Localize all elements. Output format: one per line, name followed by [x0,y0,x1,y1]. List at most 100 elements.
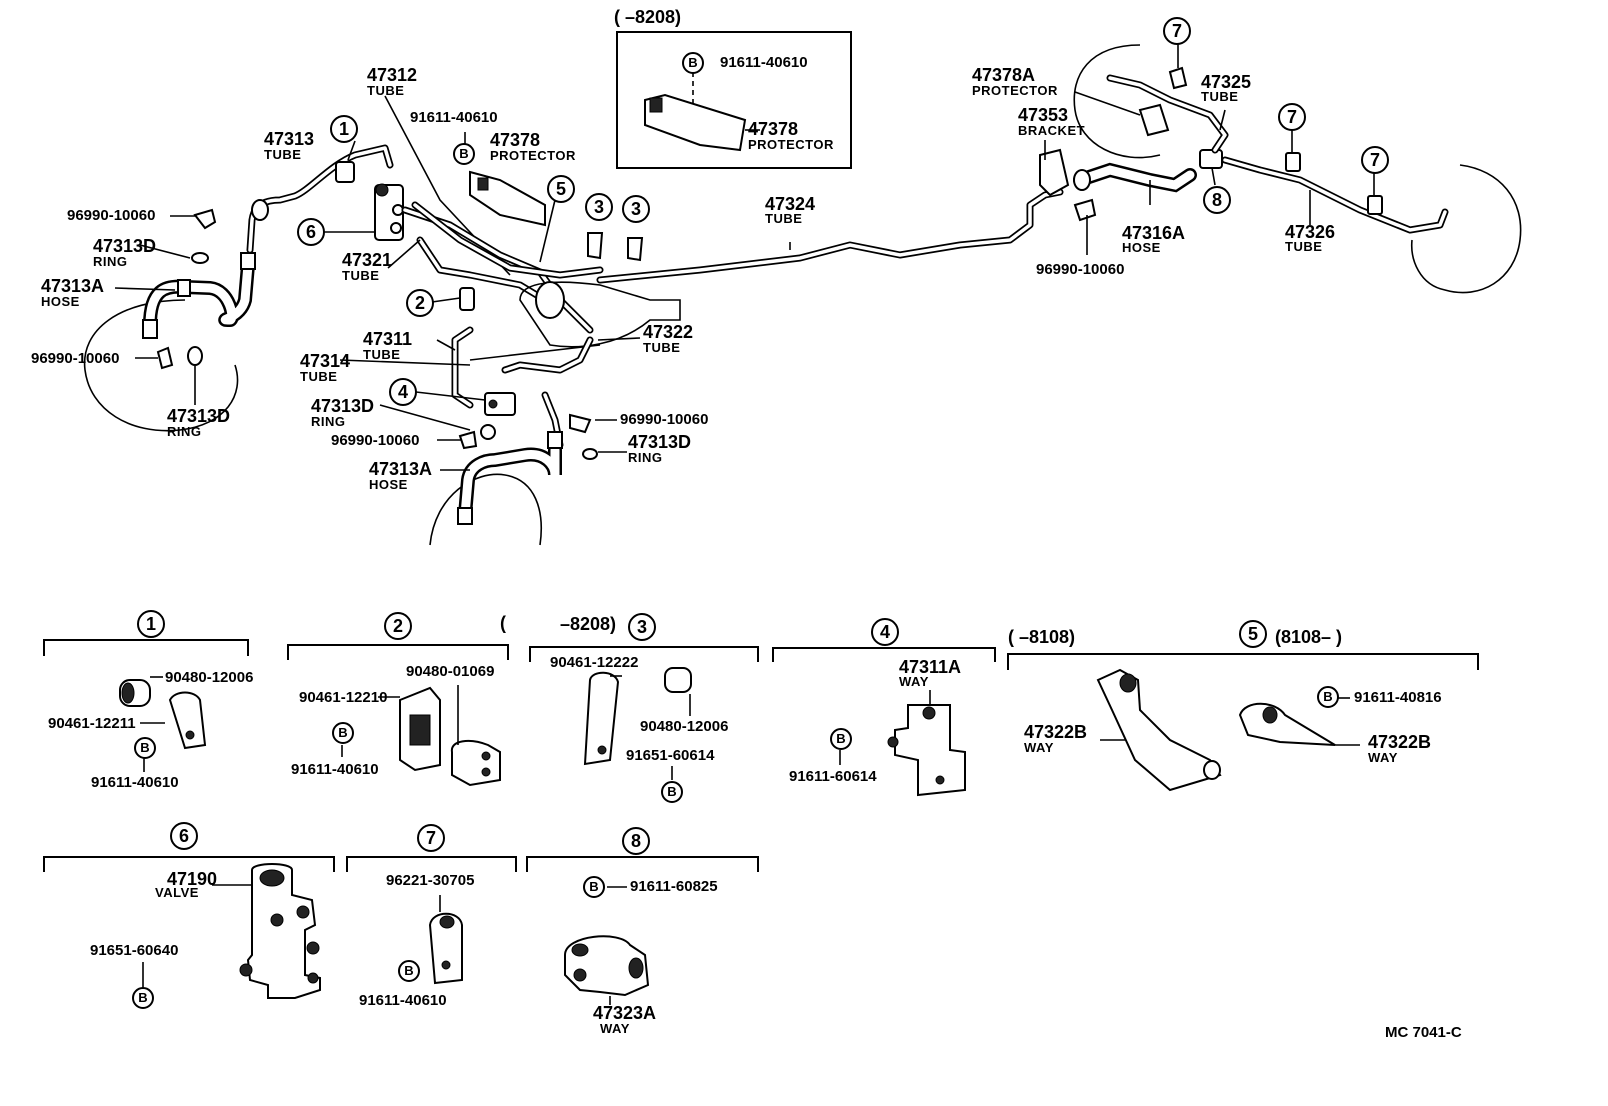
way-47322b-right [1238,702,1336,746]
callout-7: 7 [1278,103,1306,131]
bolt-b-icon: B [332,722,354,744]
part-number-47190: 47190 [167,869,218,889]
bolt-b-icon: B [398,960,420,982]
detail-group-3-range: –8208) [560,614,617,634]
part-number-96990-10060: 96990-10060 [1036,261,1125,278]
part-number-47314: 47314 [300,351,351,371]
master-cylinder-outline [519,281,681,348]
part-number-96990-10060: 96990-10060 [67,207,156,224]
part-desc-protector: PROTECTOR [490,148,576,163]
clamp-2-installed [459,287,475,311]
part-number-47322b: 47322B [1368,732,1432,752]
group-1-bracket [43,639,249,656]
part-number-47326: 47326 [1285,222,1336,242]
part-number-47313a: 47313A [41,276,105,296]
detail-group-2-number: 2 [384,612,412,640]
detail-group-2-paren: ( [500,613,506,633]
bolt-b-icon: B [682,52,704,74]
part-desc-ring: RING [628,450,663,465]
part-desc-tube: TUBE [264,147,302,162]
part-number-90461-12210: 90461-12210 [299,689,388,706]
part-desc-ring: RING [167,424,202,439]
clip-96990 [193,208,217,230]
part-number-91611-40610: 91611-40610 [410,109,498,126]
part-desc-bracket: BRACKET [1018,123,1086,138]
part-number-91611-60614: 91611-60614 [789,768,877,785]
part-desc-ring: RING [93,254,128,269]
callout-4: 4 [389,378,417,406]
bracket-47353 [1039,148,1070,197]
part-desc-way: WAY [1024,740,1054,755]
part-number-96990-10060: 96990-10060 [620,411,709,428]
clamp-3-installed [587,232,604,260]
valve-47190 [246,863,321,999]
part-desc-way: WAY [600,1021,630,1036]
part-number-47313d: 47313D [167,406,231,426]
callout-2: 2 [406,289,434,317]
part-number-96990-10060: 96990-10060 [31,350,120,367]
bolt-b-icon: B [583,876,605,898]
bolt-b-icon: B [830,728,852,750]
bolt-b-icon: B [1317,686,1339,708]
part-number-47313: 47313 [264,129,315,149]
grommet-90480-01069 [450,739,501,787]
part-desc-hose: HOSE [369,477,408,492]
clamp-96221-30705 [428,912,463,985]
part-desc-tube: TUBE [1285,239,1323,254]
detail-group-5-range-right: (8108– ) [1275,627,1343,647]
part-desc-tube: TUBE [1201,89,1239,104]
detail-group-4-number: 4 [871,618,899,646]
clamp-1-installed [335,161,355,183]
part-number-47311: 47311 [363,329,413,349]
group-5-bracket [1007,653,1479,670]
inset-date-range: ( –8208) [614,7,682,27]
detail-group-3-number: 3 [628,613,656,641]
part-desc-tube: TUBE [342,268,380,283]
right-rear-wheel-outline-b [1410,164,1522,294]
detail-group-8-number: 8 [622,827,650,855]
part-number-91611-40816: 91611-40816 [1354,689,1442,706]
part-number-91651-60614: 91651-60614 [626,747,715,764]
part-number-91651-60640: 91651-60640 [90,942,179,959]
part-desc-way: WAY [1368,750,1398,765]
grommet-90480-12006-g3 [664,667,692,693]
callout-1: 1 [330,115,358,143]
part-number-47313d: 47313D [93,236,157,256]
part-desc-protector: PROTECTOR [748,137,834,152]
callout-3: 3 [585,193,613,221]
part-desc-hose: HOSE [41,294,80,309]
catalog-code: MC 7041-C [1385,1024,1462,1041]
part-number-47313d: 47313D [311,396,375,416]
part-number-91611-60825: 91611-60825 [630,878,718,895]
group-3-bracket [529,646,759,662]
part-desc-hose: HOSE [1122,240,1161,255]
part-number-91611-40610: 91611-40610 [291,761,379,778]
part-number-47323a: 47323A [593,1003,657,1023]
detail-group-1-number: 1 [137,610,165,638]
detail-group-7-number: 7 [417,824,445,852]
part-desc-way: WAY [899,674,929,689]
part-desc-tube: TUBE [300,369,338,384]
part-desc-ring: RING [311,414,346,429]
way-4 [484,392,516,416]
part-desc-valve: VALVE [155,885,199,900]
part-number-47316a: 47316A [1122,223,1186,243]
part-number-96990-10060: 96990-10060 [331,432,420,449]
group-8-bracket [526,856,759,872]
tube-47311 [451,326,474,409]
part-number-91611-40610: 91611-40610 [359,992,447,1009]
part-number-47378: 47378 [490,130,541,150]
part-number-47322b: 47322B [1024,722,1088,742]
part-number-96221-30705: 96221-30705 [386,872,475,889]
part-desc-tube: TUBE [765,211,803,226]
way-8-installed [1199,149,1223,169]
part-number-47313d: 47313D [628,432,692,452]
protector-47378 [469,170,546,227]
part-number-47313a: 47313A [369,459,433,479]
inset-protector [644,93,747,152]
callout-7: 7 [1361,146,1389,174]
part-desc-tube: TUBE [643,340,681,355]
part-number-47353: 47353 [1018,105,1069,125]
